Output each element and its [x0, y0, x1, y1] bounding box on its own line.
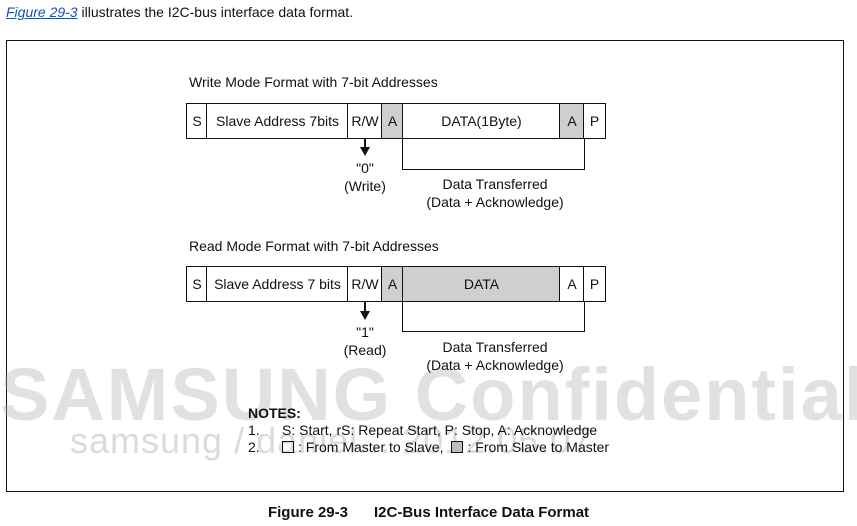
caption-number: Figure 29-3: [267, 504, 348, 521]
write-field-stop: P: [583, 103, 606, 139]
read-field-stop: P: [583, 266, 606, 302]
note-1-number: 1.: [248, 421, 260, 438]
note-1: 1. S: Start, rS: Repeat Start, P: Stop, …: [248, 421, 609, 438]
write-field-slave-address: Slave Address 7bits: [206, 103, 349, 139]
note-2-number: 2.: [248, 438, 260, 455]
note-2-master-to-slave: : From Master to Slave,: [298, 438, 444, 455]
read-rw-arrow-line: [364, 302, 366, 312]
figure-frame: [6, 40, 844, 492]
intro-sentence: illustrates the I2C-bus interface data f…: [77, 4, 354, 20]
figure-link[interactable]: Figure 29-3: [6, 4, 78, 20]
notes: NOTES: 1. S: Start, rS: Repeat Start, P:…: [248, 405, 609, 455]
read-field-ack2: A: [559, 266, 585, 302]
write-field-rw: R/W: [347, 103, 383, 139]
read-field-start: S: [186, 266, 208, 302]
read-transfer-label-1: Data Transferred: [442, 339, 548, 355]
write-field-data: DATA(1Byte): [402, 103, 561, 139]
read-rw-arrow-icon: [360, 311, 370, 320]
read-field-data: DATA: [402, 266, 561, 302]
read-field-slave-address: Slave Address 7 bits: [206, 266, 349, 302]
read-field-ack: A: [381, 266, 404, 302]
read-transfer-label-2: (Data + Acknowledge): [426, 357, 564, 373]
read-rw-meaning: (Read): [343, 342, 387, 358]
write-field-ack: A: [381, 103, 404, 139]
write-transfer-label-2: (Data + Acknowledge): [426, 194, 564, 210]
gray-box-icon: [451, 440, 464, 453]
note-2-slave-to-master: : From Slave to Master: [467, 438, 610, 455]
write-field-start: S: [186, 103, 208, 139]
note-2: 2. : From Master to Slave, : From Slave …: [248, 438, 609, 455]
write-format-title: Write Mode Format with 7-bit Addresses: [189, 74, 438, 90]
note-1-text: S: Start, rS: Repeat Start, P: Stop, A: …: [282, 421, 598, 438]
write-transfer-label-1: Data Transferred: [442, 176, 548, 192]
notes-heading: NOTES:: [248, 405, 301, 421]
read-field-rw: R/W: [347, 266, 383, 302]
write-rw-meaning: (Write): [344, 178, 386, 194]
read-format-title: Read Mode Format with 7-bit Addresses: [189, 238, 439, 254]
write-rw-value: "0": [356, 160, 374, 176]
intro-text: Figure 29-3 illustrates the I2C-bus inte…: [6, 4, 353, 20]
write-rw-arrow-line: [364, 139, 366, 147]
caption-title: I2C-Bus Interface Data Format: [373, 504, 590, 521]
write-field-ack2: A: [559, 103, 585, 139]
white-box-icon: [282, 440, 294, 453]
read-rw-value: "1": [356, 324, 374, 340]
figure-caption: Figure 29-3 I2C-Bus Interface Data Format: [0, 504, 857, 521]
write-rw-arrow-icon: [360, 147, 370, 156]
write-transfer-bracket: [402, 139, 585, 170]
read-transfer-bracket: [402, 302, 585, 332]
